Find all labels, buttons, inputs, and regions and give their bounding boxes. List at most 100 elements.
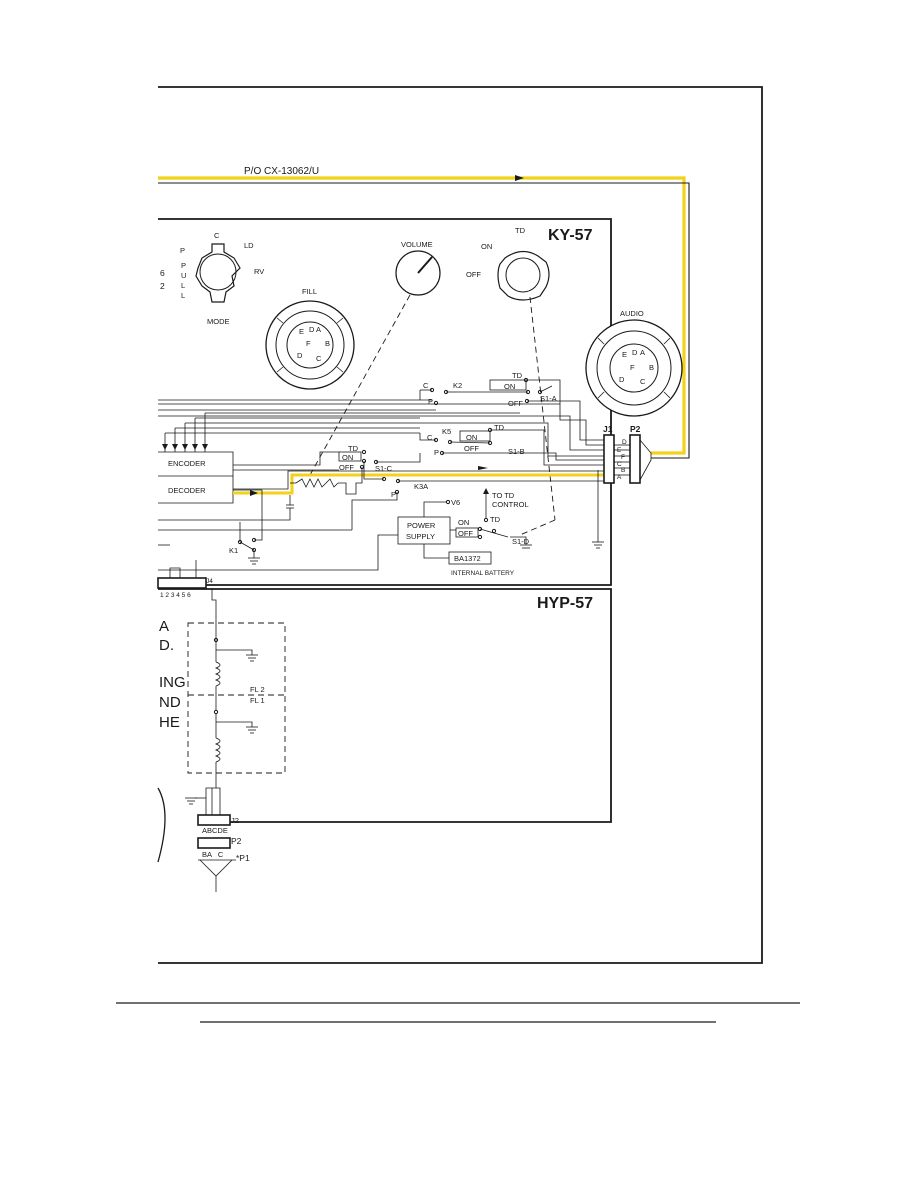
fill-pin-f: F	[306, 339, 311, 348]
audio-label: AUDIO	[620, 309, 644, 318]
audio-pin-b: B	[649, 363, 654, 372]
audio-pin-f: F	[630, 363, 635, 372]
battery-label: BA1372	[454, 554, 481, 563]
td-label: TD	[515, 226, 526, 235]
audio-pin-a: A	[640, 348, 645, 357]
k3a-p-label: P	[391, 490, 396, 499]
p2-hyp-pins: BA C	[202, 850, 224, 859]
power-supply-label-1: POWER	[407, 521, 436, 530]
k5-td-label: TD	[494, 423, 505, 432]
k5-label: K5	[442, 427, 451, 436]
cable-label: P/O CX-13062/U	[244, 166, 319, 177]
k5-p-label: P	[434, 448, 439, 457]
k2-on-label: ON	[504, 382, 515, 391]
decoder-label: DECODER	[168, 486, 206, 495]
encoder-decoder-block: ENCODER DECODER	[158, 413, 234, 504]
mode-pos-ld: LD	[244, 241, 254, 250]
to-td-label-1: TO TD	[492, 491, 515, 500]
switch-k2-s1a: C K2 P TD ON OFF S1-A	[423, 371, 557, 408]
audio-connector: AUDIO E D A F B D C	[585, 309, 683, 417]
filter-section: FL 2 FL 1	[185, 622, 286, 815]
outer-frame	[158, 86, 763, 964]
fill-pin-d: D	[309, 325, 315, 334]
p1-label: *P1	[236, 853, 250, 863]
p2-top-label: P2	[630, 424, 641, 434]
v6-label: V6	[451, 498, 460, 507]
frag-nd: ND	[159, 694, 181, 711]
connector-j4: J4 1 2 3 4 5 6	[157, 560, 217, 640]
frag-he: HE	[159, 714, 180, 731]
frag-a: A	[159, 618, 169, 635]
k2-td-label: TD	[512, 371, 523, 380]
s1c-label: S1-C	[375, 464, 393, 473]
k2-off-label: OFF	[508, 399, 523, 408]
filter-fl1: FL 1	[250, 696, 265, 705]
audio-pin-d2: D	[619, 375, 625, 384]
s1b-label: S1-B	[508, 447, 525, 456]
td-pos-on: ON	[481, 242, 492, 251]
power-supply-label-2: SUPPLY	[406, 532, 435, 541]
s1c-off-label: OFF	[339, 463, 354, 472]
connector-j2-p2-p1: J2 ABCDE P2 BA C *P1	[157, 787, 250, 892]
j4-label: J4	[206, 578, 213, 585]
hyp57-box: HYP-57	[158, 588, 612, 823]
k5-c-label: C	[427, 433, 433, 442]
audio-pin-c: C	[640, 377, 646, 386]
s1c-td-label: TD	[348, 444, 359, 453]
k2-c-label: C	[423, 381, 429, 390]
k2-label: K2	[453, 381, 462, 390]
j2-pins: ABCDE	[202, 826, 228, 835]
ky57-wiring: K1 POWER SUPPLY V6 BA1372 INTERNAL BATTE…	[158, 379, 604, 577]
j1-pin-a: A	[617, 474, 622, 481]
s1d-label: S1-D	[512, 537, 530, 546]
fill-pin-a: A	[316, 325, 321, 334]
volume-label: VOLUME	[401, 240, 433, 249]
j1-pin-c: C	[617, 461, 622, 468]
to-td-label-2: CONTROL	[492, 500, 529, 509]
s1d-td-label: TD	[490, 515, 501, 524]
left-fragment-6: 6	[160, 268, 165, 278]
s1d-off-label: OFF	[458, 529, 473, 538]
filter-fl2: FL 2	[250, 685, 265, 694]
j4-pins: 1 2 3 4 5 6	[160, 592, 191, 599]
s1c-on-label: ON	[342, 453, 353, 462]
k3a-label: K3A	[414, 482, 428, 491]
hyp57-left-text: A D. ING ND HE	[159, 618, 186, 731]
fill-pin-c: C	[316, 354, 322, 363]
mode-pos-rv: RV	[254, 267, 264, 276]
switch-s1c: TD ON OFF S1-C	[338, 444, 393, 473]
hyp57-title: HYP-57	[537, 595, 593, 612]
k1-label: K1	[229, 546, 238, 555]
mode-pos-p: P	[180, 246, 185, 255]
j1-pin-d: D	[622, 439, 627, 446]
ky57-title: KY-57	[548, 227, 593, 244]
fill-pin-e: E	[299, 327, 304, 336]
k5-on-label: ON	[466, 433, 477, 442]
connector-j1-p2: J1 P2 D E F C B A	[603, 424, 652, 484]
p2-hyp-label: P2	[231, 836, 242, 846]
fill-connector: FILL E D A F C B D	[265, 287, 355, 390]
td-knob: TD ON OFF	[466, 226, 556, 521]
fill-label: FILL	[302, 287, 317, 296]
encoder-label: ENCODER	[168, 459, 206, 468]
k2-p-label: P	[428, 397, 433, 406]
frag-d: D.	[159, 637, 174, 654]
j2-label: J2	[231, 816, 239, 825]
fill-pin-b: B	[325, 339, 330, 348]
mode-pos-c: C	[214, 231, 220, 240]
left-fragment-2: 2	[160, 281, 165, 291]
s1d-on-label: ON	[458, 518, 469, 527]
frag-ing: ING	[159, 674, 186, 691]
cable-cx13062: P/O CX-13062/U	[158, 166, 690, 459]
battery-caption: INTERNAL BATTERY	[451, 570, 515, 577]
audio-pin-e: E	[622, 350, 627, 359]
fill-pin-d2: D	[297, 351, 303, 360]
td-pos-off: OFF	[466, 270, 481, 279]
j1-pin-b: B	[621, 467, 625, 474]
j1-pin-f: F	[621, 454, 625, 461]
k5-off-label: OFF	[464, 444, 479, 453]
